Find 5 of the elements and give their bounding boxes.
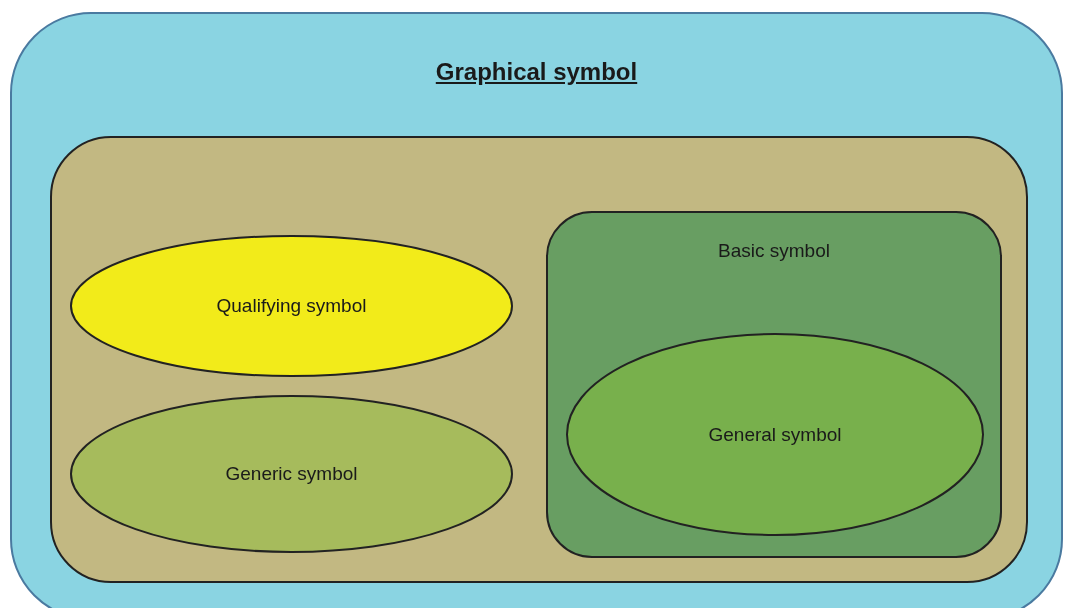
- box-label: Basic symbol: [718, 240, 830, 262]
- ellipse-label: Generic symbol: [225, 463, 358, 485]
- ellipse-label: General symbol: [708, 423, 842, 446]
- ellipse-label: Qualifying symbol: [216, 295, 367, 317]
- heading: Graphical symbol: [435, 58, 638, 86]
